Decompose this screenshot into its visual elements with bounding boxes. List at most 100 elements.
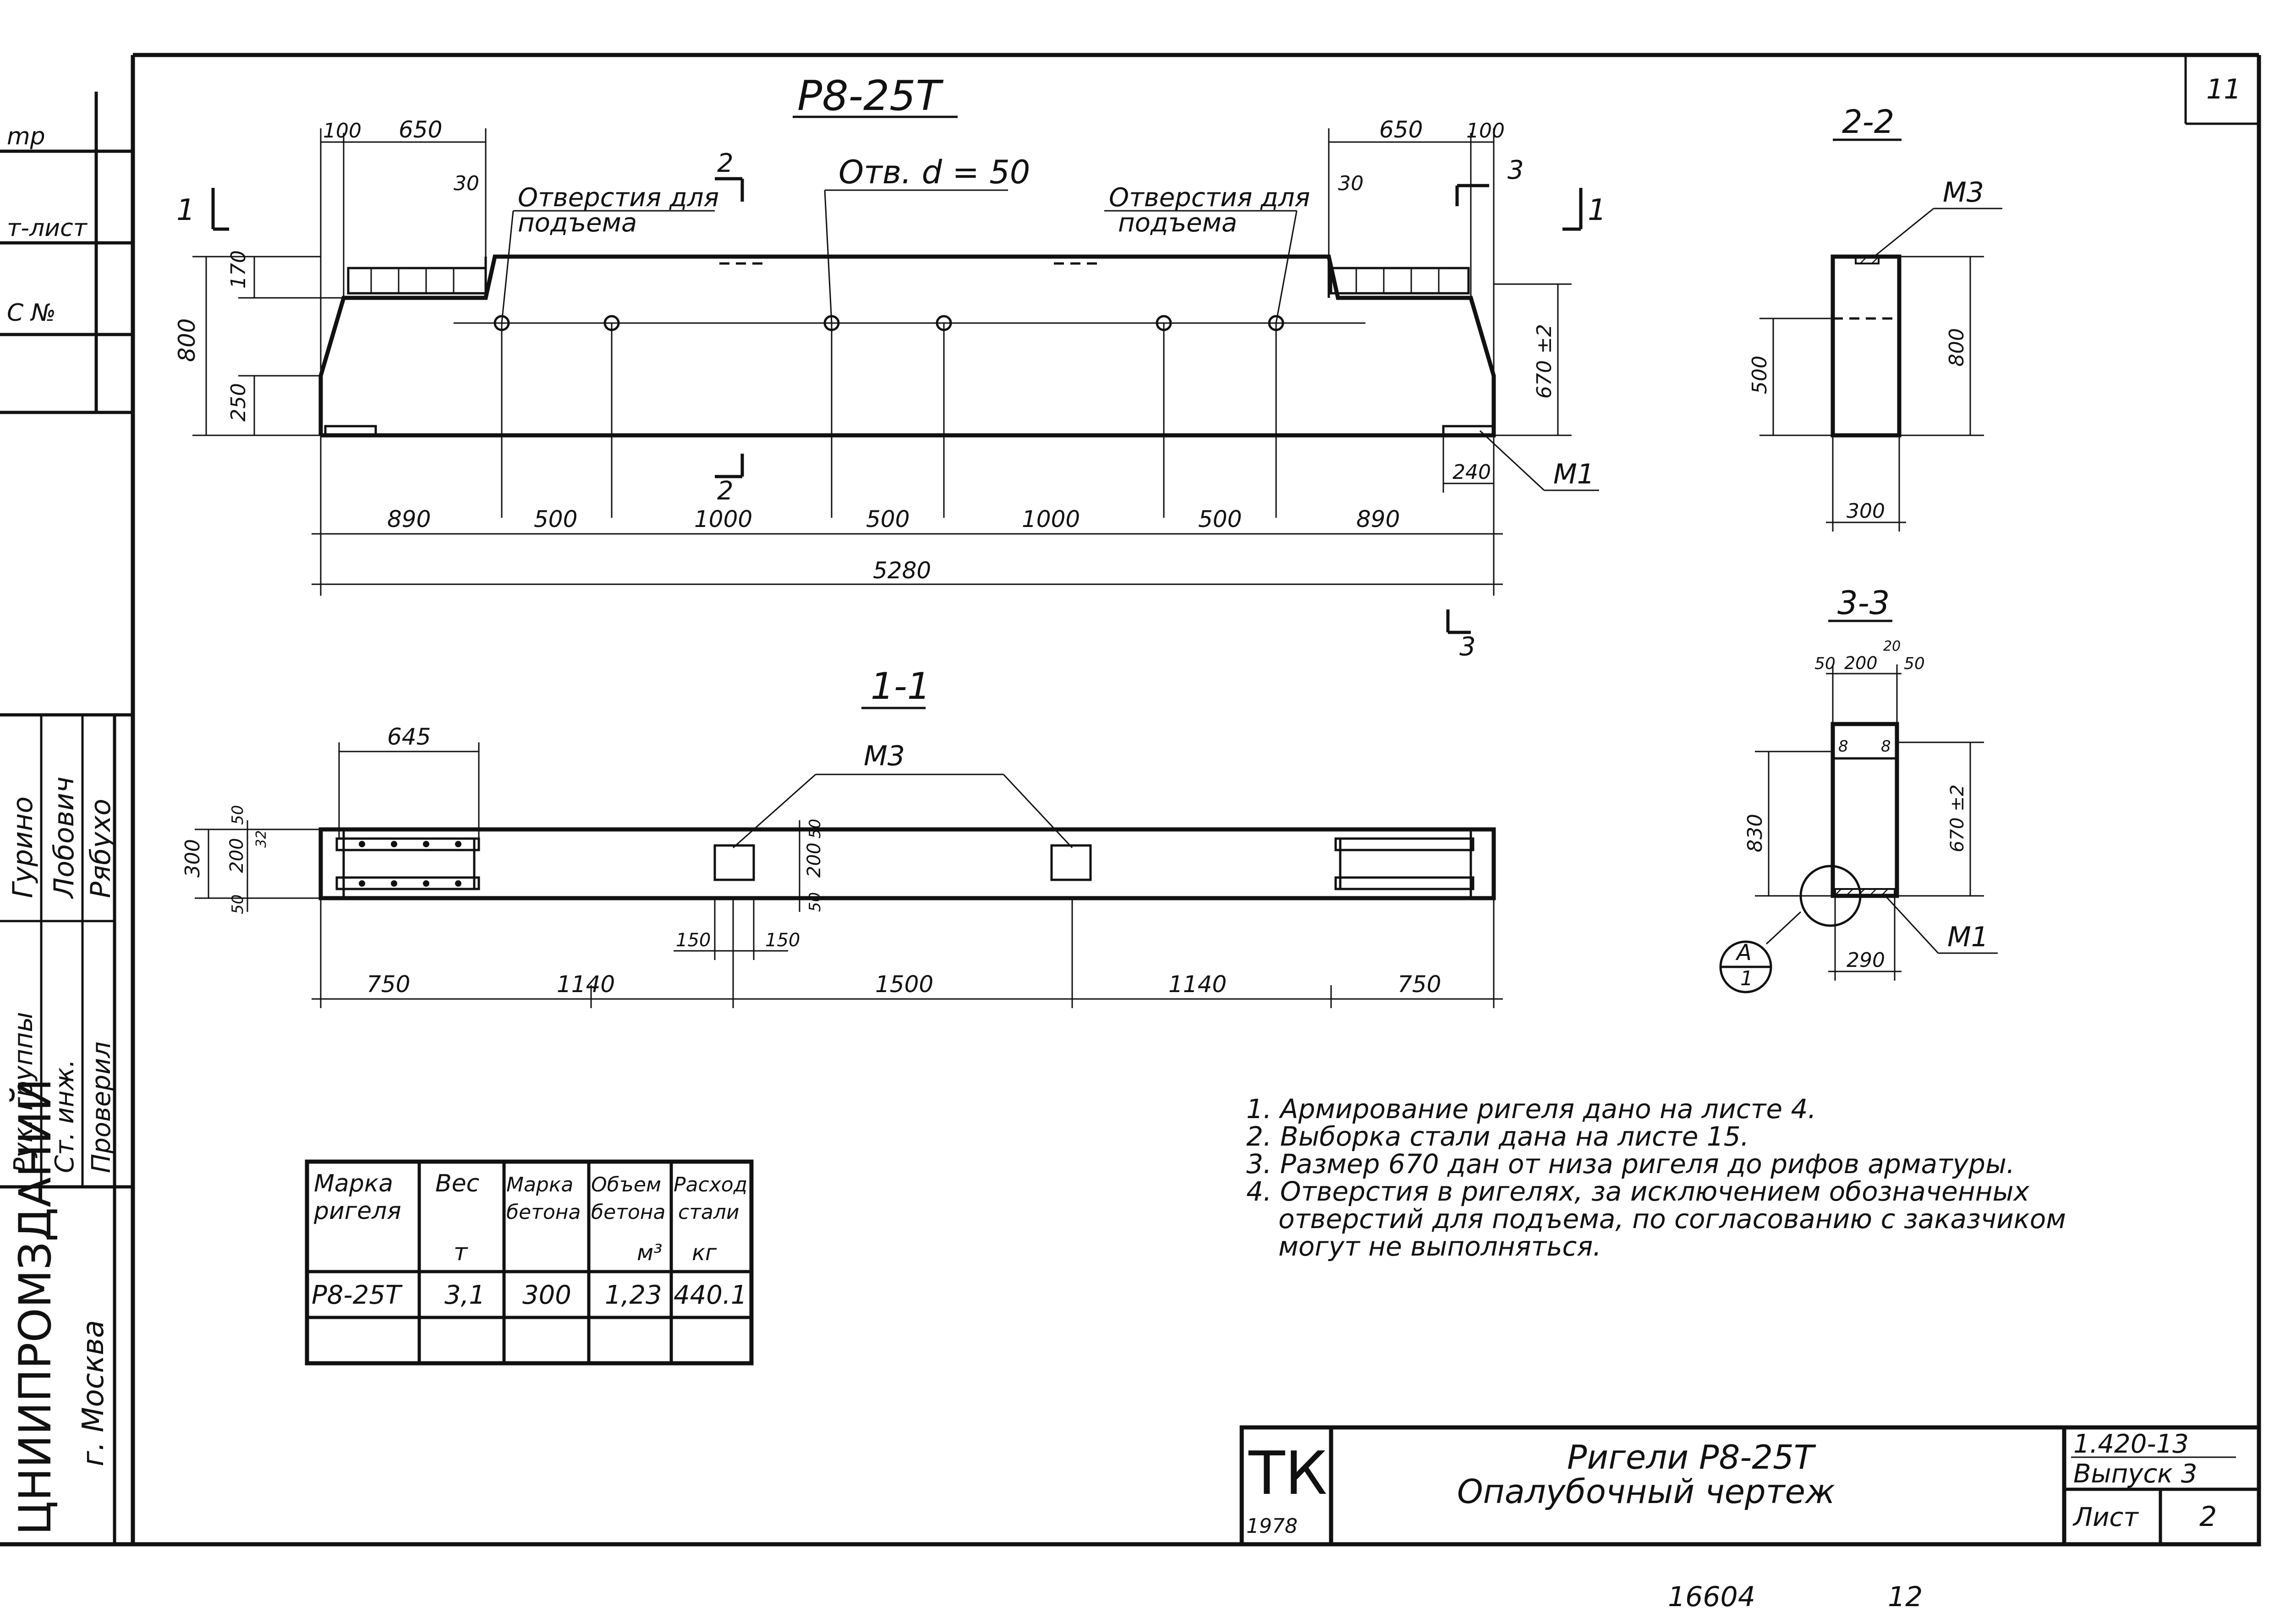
section33-dim-830: 830 xyxy=(1743,814,1767,852)
sheet-number-corner: 11 xyxy=(2206,73,2241,105)
plan-dim-300: 300 xyxy=(181,839,204,878)
dim-650-right: 650 xyxy=(1379,116,1423,143)
dim-650-left: 650 xyxy=(399,116,442,143)
section-mark-1-right: 1 xyxy=(1588,193,1606,227)
lift-hole-label-right-1: Отверстия для xyxy=(1109,183,1310,213)
lift-hole-label-right-2: подъема xyxy=(1118,208,1237,238)
section33-dim-50-left: 50 xyxy=(1814,654,1836,673)
section-mark-1-left: 1 xyxy=(176,193,195,227)
plan-dim-32: 32 xyxy=(253,830,269,848)
section-2-2: 2-2 М3 500 800 300 xyxy=(1748,103,2002,532)
section33-dim-200: 200 xyxy=(1844,653,1878,673)
dim-overall: 5280 xyxy=(873,557,931,584)
strip-city: г. Москва xyxy=(77,1320,110,1466)
plan-dim-50-bottom: 50 xyxy=(229,894,247,914)
title-year: 1978 xyxy=(1246,1514,1298,1538)
title-logo: ТК xyxy=(1248,1438,1327,1508)
plan-m3-label: М3 xyxy=(864,740,905,772)
plan-dim-bottom-1: 750 xyxy=(367,971,410,998)
section33-dim-50-right: 50 xyxy=(1904,654,1925,673)
insert-dim-200: 200 xyxy=(804,843,825,878)
strip-organization: ЦНИИПРОМЗДАНИЙ xyxy=(9,1078,61,1535)
strip-top-cell-1: mp xyxy=(7,123,45,150)
strip-top-cell-2: т-лист xyxy=(7,214,88,242)
strip-role-3: Проверил xyxy=(87,1042,116,1173)
title-block: ТК 1978 Ригели Р8-25Т Опалубочный чертеж… xyxy=(1239,1425,2261,1547)
strip-name-2: Лобович xyxy=(48,777,80,899)
td-volume: 1,23 xyxy=(605,1280,662,1310)
strip-role-1: Рук. группы xyxy=(9,1012,38,1173)
section-mark-2-top: 2 xyxy=(717,148,734,178)
insert-dim-150-left: 150 xyxy=(676,930,711,951)
sheet-frame xyxy=(0,53,2261,1547)
hole-label: Отв. d = 50 xyxy=(839,154,1030,191)
dim-bottom-4: 500 xyxy=(866,506,910,532)
plan-dim-bottom-4: 1140 xyxy=(1168,971,1227,998)
section33-dim-670: 670 ±2 xyxy=(1947,785,1968,852)
insert-dim-50-bottom: 50 xyxy=(806,892,824,912)
section22-dim-300: 300 xyxy=(1847,499,1885,523)
th-steel-1: Расход xyxy=(674,1173,747,1196)
left-strip: mp т-лист С № Гурино Лобович Рябухо Рук.… xyxy=(0,92,133,1544)
dim-right-670: 670 ±2 xyxy=(1533,324,1556,399)
strip-name-1: Гурино xyxy=(7,796,39,898)
bottom-stamp-right: 12 xyxy=(1888,1581,1923,1613)
elevation-title: Р8-25Т xyxy=(797,72,944,120)
dim-bottom-6: 500 xyxy=(1198,506,1242,532)
bottom-stamp-left: 16604 xyxy=(1668,1581,1755,1613)
title-main: Ригели Р8-25Т xyxy=(1567,1438,1816,1476)
section33-dim-290: 290 xyxy=(1847,949,1885,972)
general-notes: 1. Армирование ригеля дано на листе 4. 2… xyxy=(1246,1093,2066,1262)
title-series: 1.420-13 xyxy=(2073,1429,2189,1459)
dim-height-170: 170 xyxy=(227,250,250,289)
rebar-mark-left-icon: 8 xyxy=(1838,737,1848,756)
note-2: 2. Выборка стали дана на листе 15. xyxy=(1246,1121,1749,1152)
dim-height-800: 800 xyxy=(174,318,200,362)
strip-top-cell-3: С № xyxy=(7,299,56,327)
detail-circle xyxy=(1799,865,1862,927)
td-concrete: 300 xyxy=(522,1280,571,1310)
callout-bottom: 1 xyxy=(1740,967,1753,990)
dim-height-250: 250 xyxy=(227,383,250,422)
td-weight: 3,1 xyxy=(444,1280,485,1310)
section22-m3-label: М3 xyxy=(1943,176,1984,208)
plan-dim-bottom-5: 750 xyxy=(1398,971,1441,998)
th-volume-1: Объем xyxy=(591,1173,661,1196)
note-4: 4. Отверстия в ригелях, за исключением о… xyxy=(1246,1176,2029,1207)
section-3-3: 3-3 8 8 50 200 50 20 830 670 ±2 290 М1 А… xyxy=(1719,584,1998,993)
dim-100-right: 100 xyxy=(1466,119,1505,143)
section33-dim-20: 20 xyxy=(1883,638,1901,654)
note-3: 3. Размер 670 дан от низа ригеля до рифо… xyxy=(1246,1148,2015,1180)
plan-dim-bottom-2: 1140 xyxy=(557,971,615,998)
strip-role-2: Ст. инж. xyxy=(50,1059,80,1173)
dim-bottom-3: 1000 xyxy=(694,506,752,532)
lift-hole-label-left-1: Отверстия для xyxy=(518,183,719,213)
rebar-mark-right-icon: 8 xyxy=(1881,737,1891,756)
td-mark: Р8-25Т xyxy=(312,1280,403,1310)
note-1: 1. Армирование ригеля дано на листе 4. xyxy=(1246,1093,1816,1125)
plan-dim-200: 200 xyxy=(226,838,247,873)
th-steel-unit: кг xyxy=(692,1240,717,1266)
beam-elevation: Р8-25Т xyxy=(174,72,1606,662)
beam-plan-1-1: 1-1 М3 645 xyxy=(181,665,1503,1008)
th-weight-unit: т xyxy=(454,1239,468,1266)
plan-dim-bottom-3: 1500 xyxy=(875,971,933,998)
th-weight-1: Вес xyxy=(435,1170,479,1197)
insert-dim-150-right: 150 xyxy=(765,930,800,951)
rebar-dots xyxy=(359,841,461,887)
insert-dim-50-top: 50 xyxy=(806,819,824,839)
section33-title: 3-3 xyxy=(1837,584,1890,622)
dim-plate-240: 240 xyxy=(1452,461,1491,484)
section22-dim-800: 800 xyxy=(1945,328,1968,367)
td-steel: 440.1 xyxy=(674,1280,747,1310)
section22-title: 2-2 xyxy=(1842,103,1894,141)
dim-30-right: 30 xyxy=(1338,172,1364,195)
title-issue: Выпуск 3 xyxy=(2073,1459,2197,1489)
dim-bottom-2: 500 xyxy=(534,506,577,532)
th-mark-1: Марка xyxy=(314,1170,393,1197)
section-mark-3-bottom: 3 xyxy=(1459,632,1476,662)
plate-label-m1: М1 xyxy=(1553,458,1595,490)
title-sheet-label: Лист xyxy=(2072,1503,2139,1532)
section33-m1-label: М1 xyxy=(1947,921,1989,953)
